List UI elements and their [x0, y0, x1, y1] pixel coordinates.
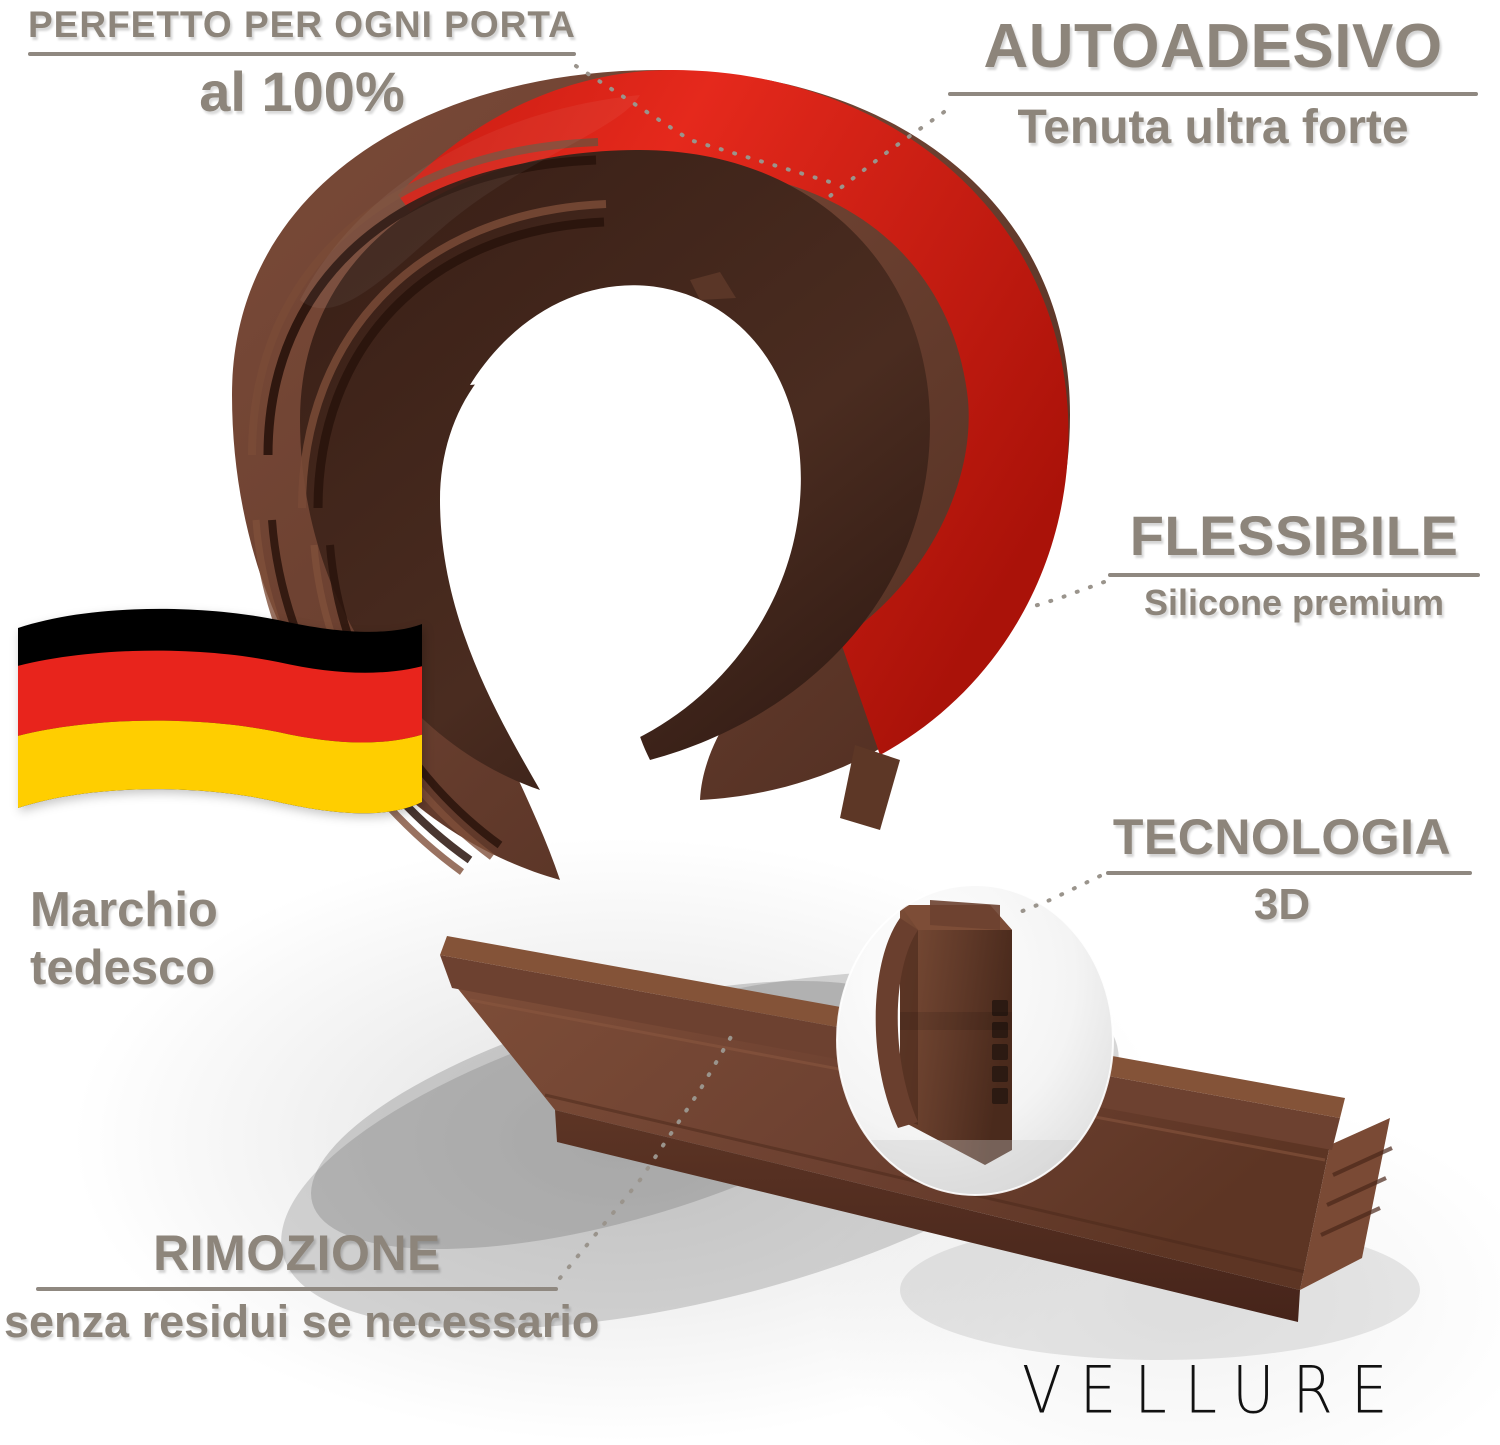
- callout-tecnologia: TECNOLOGIA 3D: [1092, 812, 1472, 927]
- callout-subtitle: senza residui se necessario: [4, 1296, 600, 1347]
- badge-caption-line-1: Marchio: [30, 883, 218, 937]
- brand-logo: VELLURE: [1022, 1352, 1406, 1429]
- leader-perfetto: [574, 64, 842, 187]
- callout-divider: [28, 52, 576, 56]
- callout-divider: [1106, 871, 1472, 875]
- callout-divider: [948, 92, 1478, 96]
- callout-title: PERFETTO PER OGNI PORTA: [28, 4, 576, 45]
- callout-subtitle: Tenuta ultra forte: [1017, 101, 1409, 154]
- seal-strip-end-fin: [930, 900, 1000, 930]
- callout-divider: [36, 1287, 558, 1291]
- german-flag-caption: Marchio tedesco: [30, 882, 430, 998]
- leader-rimozione: [558, 1028, 737, 1280]
- detail-magnifier: [836, 884, 1114, 1196]
- seal-strip-flat: [440, 936, 1393, 1322]
- callout-autoadesivo: AUTOADESIVO Tenuta ultra forte: [948, 16, 1478, 152]
- leader-tecnologia: [1018, 874, 1102, 914]
- callout-subtitle: al 100%: [199, 60, 405, 123]
- leader-autoadesivo: [828, 110, 946, 198]
- callout-title: TECNOLOGIA: [1112, 809, 1452, 865]
- flag-band-red: [18, 650, 422, 743]
- callout-flessibile: FLESSIBILE Silicone premium: [1108, 508, 1480, 621]
- callout-subtitle: 3D: [1253, 880, 1311, 929]
- callout-perfetto: PERFETTO PER OGNI PORTA al 100%: [28, 6, 576, 120]
- callout-title: FLESSIBILE: [1129, 504, 1459, 567]
- leader-flessibile: [1026, 580, 1106, 610]
- callout-title: RIMOZIONE: [153, 1225, 441, 1281]
- callout-title: AUTOADESIVO: [983, 12, 1443, 81]
- flag-band-gold: [18, 720, 422, 814]
- german-flag-icon: [18, 608, 422, 814]
- callout-rimozione: RIMOZIONE senza residui se necessario: [4, 1225, 599, 1344]
- callout-subtitle: Silicone premium: [1143, 582, 1445, 623]
- german-flag-badge: Marchio tedesco: [10, 606, 430, 998]
- badge-caption-line-2: tedesco: [30, 940, 216, 995]
- callout-divider: [1108, 573, 1480, 577]
